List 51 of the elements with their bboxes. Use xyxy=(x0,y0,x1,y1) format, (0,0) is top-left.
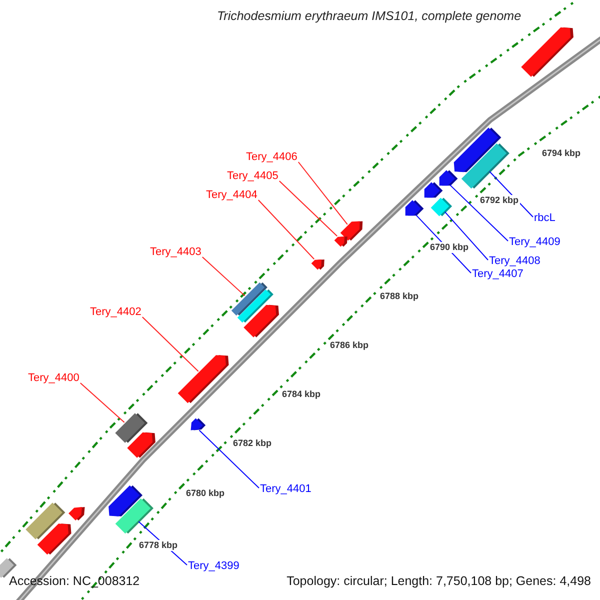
leader-line xyxy=(449,184,508,242)
leader-line xyxy=(202,256,246,296)
leader-line xyxy=(278,180,338,237)
gene-bar xyxy=(334,236,348,247)
gene-label: Tery_4408 xyxy=(489,255,540,268)
gene-bar xyxy=(439,170,458,186)
gene-bar xyxy=(178,355,229,404)
gene-bar xyxy=(521,27,574,77)
position-label: 6788 kbp xyxy=(379,291,420,302)
position-label: 6786 kbp xyxy=(329,340,370,351)
gene-label: Tery_4401 xyxy=(260,483,312,496)
leader-line xyxy=(142,316,199,372)
leader-line xyxy=(198,430,260,488)
gene-bar xyxy=(108,485,142,516)
leader-line xyxy=(298,162,348,225)
gene-label: Tery_4403 xyxy=(150,246,202,259)
gene-bar xyxy=(244,304,279,338)
gene-label: Tery_4409 xyxy=(509,236,560,249)
gene-bar xyxy=(311,259,324,270)
feature-bar xyxy=(0,558,17,578)
gene-label: Tery_4402 xyxy=(90,306,142,319)
gene-bar xyxy=(190,418,206,430)
footer-info: Topology: circular; Length: 7,750,108 bp; Genes: 4,498 xyxy=(286,574,591,588)
gene-label: Tery_4405 xyxy=(227,170,278,183)
position-label: 6792 kbp xyxy=(479,195,520,206)
gene-label: Tery_4406 xyxy=(246,151,298,164)
gene-bar xyxy=(127,432,156,458)
gene-bar xyxy=(340,221,363,241)
gene-bar xyxy=(454,128,502,172)
gene-bar xyxy=(424,182,443,198)
footer-info: Accession: NC_008312 xyxy=(9,574,140,588)
title: Trichodesmium erythraeum IMS101, complete genome xyxy=(216,9,522,23)
gene-label: Tery_4399 xyxy=(188,560,240,573)
feature-bar xyxy=(430,198,452,216)
position-label: 6784 kbp xyxy=(281,389,322,400)
position-label: 6782 kbp xyxy=(232,438,273,449)
gene-bar xyxy=(68,507,85,520)
leader-line xyxy=(444,211,488,260)
gene-label: Tery_4407 xyxy=(472,268,524,281)
gene-bar xyxy=(37,524,72,555)
position-label: 6790 kbp xyxy=(429,242,470,253)
position-label: 6794 kbp xyxy=(541,148,582,159)
position-label: 6780 kbp xyxy=(185,488,226,499)
leader-line xyxy=(489,171,534,218)
gene-label: Tery_4400 xyxy=(28,372,80,385)
leader-line xyxy=(80,382,125,423)
leader-line xyxy=(258,200,315,260)
gene-label: rbcL xyxy=(534,212,556,225)
gene-label: Tery_4404 xyxy=(206,189,258,202)
gene-bar xyxy=(405,200,424,216)
position-label: 6778 kbp xyxy=(138,540,179,551)
